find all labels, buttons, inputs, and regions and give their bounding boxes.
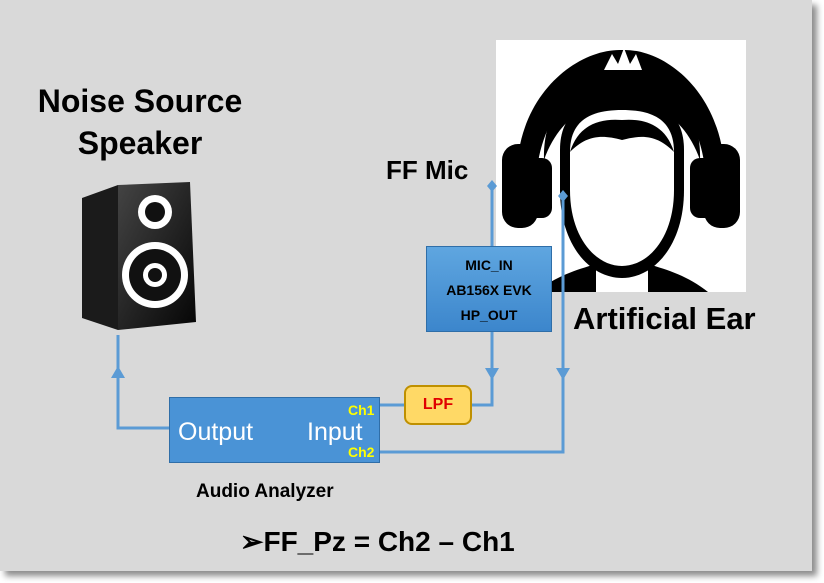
noise-source-title-line1: Noise Source <box>37 83 243 119</box>
lpf-filter-block: LPF <box>404 385 472 425</box>
noise-source-title: Noise Source Speaker <box>0 80 280 164</box>
wire-ear-to-ch2 <box>380 196 565 454</box>
arrow-up-speaker <box>111 366 125 378</box>
evk-board-name: AB156X EVK <box>446 282 532 298</box>
audio-analyzer-label: Audio Analyzer <box>196 481 334 502</box>
ff-mic-label: FF Mic <box>386 155 469 185</box>
speaker-icon <box>82 182 196 330</box>
analyzer-input-label: Input <box>307 418 363 446</box>
formula-bullet-icon: ➢ <box>240 526 264 557</box>
analyzer-output-label: Output <box>178 418 254 446</box>
arrow-down-evk <box>485 368 499 380</box>
audio-analyzer-block: Output Input Ch1 Ch2 <box>169 397 380 463</box>
ear-mic-node <box>558 190 568 202</box>
evk-board: MIC_IN AB156X EVK HP_OUT <box>426 246 552 332</box>
formula-expression: FF_Pz = Ch2 – Ch1 <box>263 526 515 557</box>
evk-mic-in-label: MIC_IN <box>465 257 513 273</box>
wire-output-to-speaker <box>116 335 169 430</box>
diagram-slide: Noise Source Speaker <box>0 0 812 571</box>
formula-text: ➢FF_Pz = Ch2 – Ch1 <box>240 525 515 558</box>
analyzer-ch2-label: Ch2 <box>348 444 375 460</box>
artificial-ear-label: Artificial Ear <box>573 301 756 336</box>
arrow-down-ear <box>556 368 570 380</box>
evk-hp-out-label: HP_OUT <box>460 307 518 323</box>
noise-source-title-line2: Speaker <box>77 125 203 161</box>
ff-mic-node <box>487 180 497 192</box>
signal-wires <box>111 180 570 454</box>
wire-evk-to-lpf <box>472 332 494 407</box>
analyzer-ch1-label: Ch1 <box>348 402 375 418</box>
